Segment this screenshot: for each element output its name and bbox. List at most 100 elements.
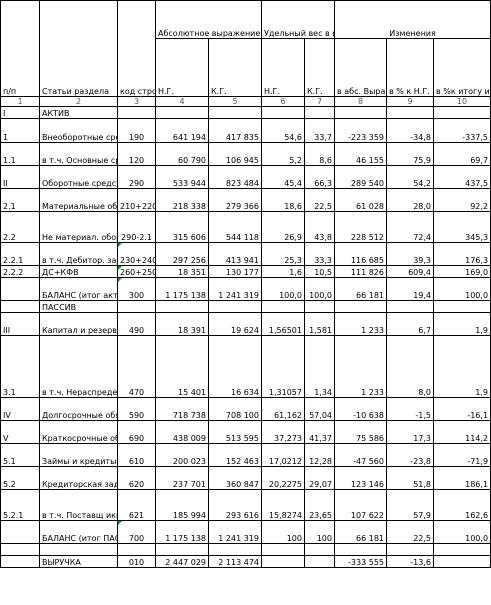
cell-abs-change: -333 555 [334, 555, 387, 568]
cell-ud-ng: 54,6 [261, 118, 305, 143]
cell-kg: 106 945 [208, 142, 262, 166]
header-ud-kg: К.Г. [304, 38, 335, 97]
cell-np: 3.1 [0, 335, 40, 398]
cell-pct-ng: 51,8 [386, 466, 434, 490]
cell-pct-ng: 17,3 [386, 420, 434, 444]
cell-ud-kg: 29,07 [304, 466, 335, 490]
cell-pct-ng: 22,5 [386, 520, 434, 544]
cell-statya: БАЛАНС (итог ПАССИВА) [39, 520, 118, 544]
cell-statya: ДС+КФВ [39, 265, 118, 278]
cell-abs-change: -223 359 [334, 118, 387, 143]
cell-ud-kg: 100,0 [304, 277, 335, 301]
column-number: 7 [304, 96, 335, 107]
cell-ud-ng: 1,31057 [261, 335, 305, 398]
cell-kg: 708 100 [208, 397, 262, 421]
cell-abs-change: 1 233 [334, 335, 387, 398]
cell-abs-change: 46 155 [334, 142, 387, 166]
cell-ud-ng: 20,2275 [261, 466, 305, 490]
cell-ud-kg: 57,04 [304, 397, 335, 421]
cell-pct-total: -71,9 [432, 443, 491, 467]
cell-np: 5.2.1 [0, 489, 40, 521]
cell-np [0, 277, 40, 301]
cell-ng: 718 738 [155, 397, 209, 421]
cell-statya: Краткосрочные обязательства [39, 420, 118, 444]
cell-pct-total: 162,6 [432, 489, 491, 521]
header-statya: Статьи раздела [39, 0, 118, 97]
cell-kod: 490 [117, 312, 156, 336]
cell-ud-ng: 61,162 [261, 397, 305, 421]
cell-abs-change: 228 512 [334, 211, 387, 243]
cell-kg: 544 118 [208, 211, 262, 243]
cell-abs-change: 123 146 [334, 466, 387, 490]
cell-ud-kg: 10,5 [304, 265, 335, 278]
cell-kod: 590 [117, 397, 156, 421]
cell-pct-total [432, 555, 491, 568]
header-izm-group: Изменения [333, 0, 491, 39]
cell-kod: 621 [117, 489, 156, 521]
cell-abs-change: 1 233 [334, 312, 387, 336]
column-number: 8 [334, 96, 387, 107]
cell-abs-change: 111 826 [334, 265, 387, 278]
cell-abs-change: 66 181 [334, 520, 387, 544]
cell-pct-ng [386, 106, 434, 119]
cell-kg [208, 543, 262, 556]
cell-kod: 230+240 [117, 242, 156, 266]
cell-ud-kg: 66,3 [304, 165, 335, 189]
cell-pct-total: 345,3 [432, 211, 491, 243]
cell-ng: 18 391 [155, 312, 209, 336]
cell-kod [117, 300, 156, 313]
cell-statya: БАЛАНС (итог актива) [39, 277, 118, 301]
cell-ud-kg: 100 [304, 520, 335, 544]
cell-kg: 293 616 [208, 489, 262, 521]
cell-ud-ng: 18,6 [261, 188, 305, 212]
cell-kg: 513 595 [208, 420, 262, 444]
cell-ng: 1 175 138 [155, 520, 209, 544]
cell-pct-ng: 54,2 [386, 165, 434, 189]
cell-np: 2.2.1 [0, 242, 40, 266]
cell-np [0, 555, 40, 568]
cell-statya: в т.ч. Поставщ ики и подрядчики [39, 489, 118, 521]
cell-pct-ng: 39,3 [386, 242, 434, 266]
cell-pct-total: 169,0 [432, 265, 491, 278]
cell-ud-ng: 26,9 [261, 211, 305, 243]
header-ng: Н.Г. [155, 38, 209, 97]
cell-kg: 279 366 [208, 188, 262, 212]
cell-pct-ng: 28,0 [386, 188, 434, 212]
cell-ng: 15 401 [155, 335, 209, 398]
cell-pct-total [432, 106, 491, 119]
cell-pct-ng [386, 543, 434, 556]
cell-ud-ng: 5,2 [261, 142, 305, 166]
cell-abs-change: 116 685 [334, 242, 387, 266]
cell-ng [155, 543, 209, 556]
cell-pct-ng: -1,5 [386, 397, 434, 421]
column-number: 2 [39, 96, 118, 107]
header-kg: К.Г. [208, 38, 262, 97]
cell-pct-total [432, 300, 491, 313]
cell-statya: Материальные оборотные средства [39, 188, 118, 212]
cell-pct-total: -16,1 [432, 397, 491, 421]
cell-pct-ng: 8,0 [386, 335, 434, 398]
cell-ud-kg: 1,581 [304, 312, 335, 336]
column-number: 5 [208, 96, 262, 107]
column-numbers-row: 1 2 3 4 5 6 7 8 9 10 [0, 96, 491, 107]
cell-ud-kg: 41,37 [304, 420, 335, 444]
column-number: 9 [386, 96, 434, 107]
cell-ud-kg [304, 543, 335, 556]
cell-ng: 18 351 [155, 265, 209, 278]
header-ud-ng: Н.Г. [261, 38, 305, 97]
cell-statya: АКТИВ [39, 106, 118, 119]
cell-kg: 823 484 [208, 165, 262, 189]
column-number: 3 [117, 96, 156, 107]
cell-ng: 237 701 [155, 466, 209, 490]
cell-abs-change [334, 543, 387, 556]
cell-ud-kg [304, 106, 335, 119]
cell-ud-ng [261, 300, 305, 313]
cell-ng: 1 175 138 [155, 277, 209, 301]
cell-ud-kg: 23,65 [304, 489, 335, 521]
cell-abs-change: 61 028 [334, 188, 387, 212]
